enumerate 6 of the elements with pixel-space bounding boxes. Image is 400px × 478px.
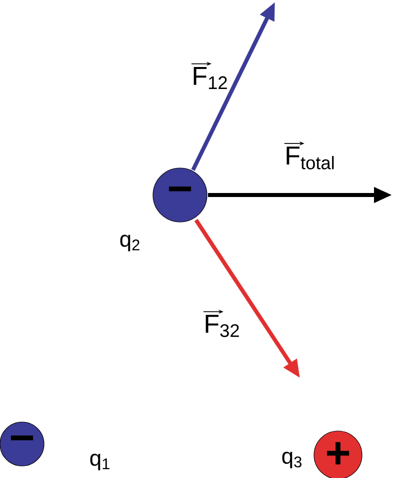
force-label: F$_{12}$ [191, 62, 227, 90]
charge-label: q$_{1}$ [90, 454, 110, 470]
force-label: F$_{32}$ [203, 310, 239, 338]
force-label: F$_{total}$ [284, 141, 334, 170]
charge-label: q$_{2}$ [120, 234, 140, 252]
charge-label: q$_{3}$ [282, 452, 302, 468]
